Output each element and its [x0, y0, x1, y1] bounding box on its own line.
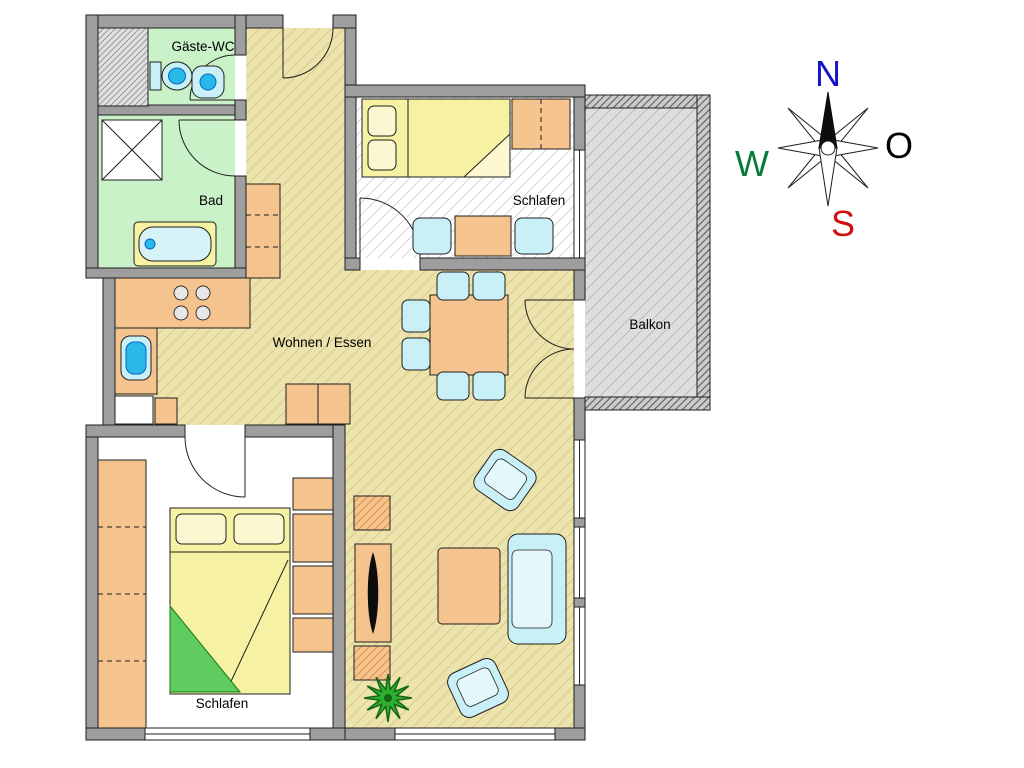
wall-segment [85, 727, 146, 741]
wall-segment [554, 727, 586, 741]
duct [114, 395, 154, 425]
compass-rose: N O W S [735, 53, 913, 244]
dining-table [429, 294, 509, 376]
plant [363, 673, 413, 723]
room-labels: Gäste-WC Bad Schlafen Wohnen / Essen Bal… [171, 39, 670, 711]
wall-segment [573, 96, 586, 151]
tv-board [354, 543, 392, 643]
bathroom-fixtures [101, 119, 217, 267]
balcony-wall [696, 94, 711, 411]
compass-center [820, 140, 836, 156]
wall-segment [102, 277, 116, 426]
window [144, 727, 311, 741]
wall-segment [344, 257, 361, 271]
wall-segment [344, 96, 357, 271]
kitchen-cabinet [154, 397, 178, 425]
armchair [473, 448, 537, 512]
wall-segment [573, 397, 586, 441]
compass-north-label: N [815, 53, 841, 94]
speaker [353, 495, 391, 531]
room-label-bath: Bad [199, 193, 223, 208]
kitchen-counter [114, 277, 251, 329]
bedroom-chair [514, 217, 554, 255]
compass-west-label: W [735, 143, 769, 184]
wall-segment [85, 14, 99, 279]
balcony-wall [584, 94, 711, 109]
room-label-bedroom-bottom: Schlafen [196, 696, 249, 711]
hall-cabinet [245, 183, 281, 279]
compass-needle-north [818, 91, 838, 149]
floor-balcony [585, 108, 697, 397]
bathtub [133, 221, 217, 267]
compass-south-label: S [831, 203, 855, 244]
wall-segment [332, 14, 357, 29]
washbasin [191, 65, 225, 99]
wall-segment [234, 175, 247, 279]
balcony-wall [584, 396, 711, 411]
dining-chair [436, 271, 470, 301]
window [573, 149, 586, 259]
shower [101, 119, 163, 181]
kitchen-sink [120, 335, 152, 381]
bedroom-chair [412, 217, 452, 255]
sofa [507, 533, 567, 645]
dining-chair [436, 371, 470, 401]
wall-segment [332, 424, 346, 741]
cabinet [292, 477, 334, 511]
room-label-living: Wohnen / Essen [273, 335, 372, 350]
cabinet [292, 617, 334, 653]
dining-chair [472, 371, 506, 401]
dining-chair [401, 299, 431, 333]
wall-segment [97, 104, 236, 116]
wall-segment [85, 424, 186, 438]
dining-chair [401, 337, 431, 371]
wall-segment [234, 14, 247, 56]
room-label-balcony: Balkon [629, 317, 670, 332]
wall-segment [309, 727, 346, 741]
entry-door [282, 27, 334, 79]
living-furniture [285, 271, 567, 723]
dining-chair [472, 271, 506, 301]
wall-segment [85, 14, 284, 29]
toilet [149, 61, 193, 91]
room-label-bedroom-top: Schlafen [513, 193, 566, 208]
wall-segment [419, 257, 586, 271]
coffee-table [437, 547, 501, 625]
wardrobe-long [97, 459, 147, 729]
bedroom-top-furniture [361, 98, 571, 257]
double-bed [169, 507, 291, 695]
speaker [353, 645, 391, 681]
wall-segment [85, 424, 99, 741]
bath-door [178, 119, 236, 177]
bedroom-table [454, 215, 512, 257]
walls [85, 14, 711, 741]
bedroom-bottom-door [184, 436, 246, 498]
bed [361, 98, 511, 178]
wall-segment [85, 267, 247, 279]
room-label-guest-wc: Gäste-WC [171, 39, 234, 54]
guest-wc-fixtures [97, 27, 225, 107]
compass-ray-south [818, 147, 838, 207]
compass-east-label: O [885, 125, 913, 166]
installation-shaft [97, 27, 149, 107]
cabinet [292, 513, 334, 563]
kitchen [114, 183, 281, 425]
cooktop [173, 285, 211, 321]
wall-segment [244, 424, 346, 438]
wardrobe [511, 98, 571, 150]
window [573, 439, 586, 686]
bedroom-bottom-furniture [97, 459, 334, 729]
windows [144, 149, 586, 741]
tv [367, 552, 379, 634]
wall-segment [344, 84, 586, 98]
armchair [447, 658, 509, 718]
cabinet [292, 565, 334, 615]
window [394, 727, 556, 741]
sideboard [285, 383, 351, 425]
balcony-double-door [524, 299, 575, 399]
wall-segment [234, 99, 247, 121]
wall-segment [573, 269, 586, 301]
